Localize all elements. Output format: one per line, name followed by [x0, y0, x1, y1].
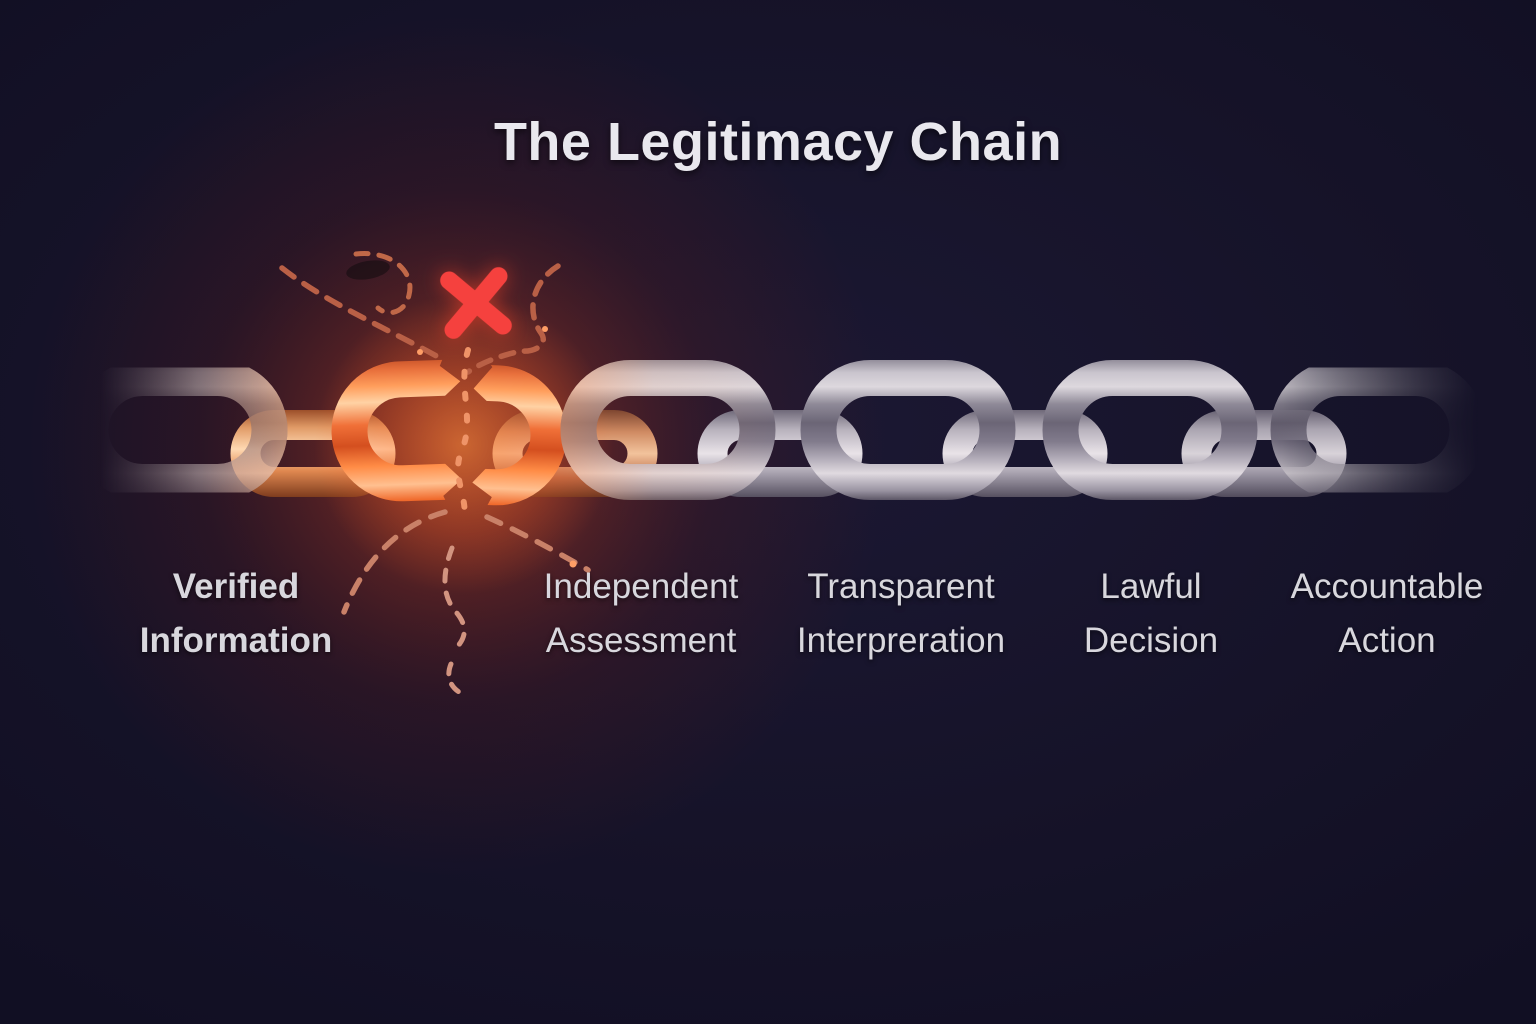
stage-label-line: Verified — [172, 567, 300, 606]
page-title: The Legitimacy Chain — [493, 112, 1063, 172]
stage-label-line: Accountable — [1290, 567, 1484, 606]
chain-connector — [697, 410, 863, 497]
stage-label-lawful-decision: Lawful Decision — [1040, 560, 1262, 668]
chain-link-intact — [560, 360, 776, 500]
stage-label-accountable-action: Accountable Action — [1262, 560, 1512, 668]
chain-link-fading-left — [72, 360, 288, 500]
debris-dashes — [279, 251, 591, 695]
chain-connector — [1181, 410, 1347, 497]
chain-connector — [942, 410, 1108, 497]
chain-link-fading-right — [1270, 360, 1486, 500]
stage-label-line: Decision — [1083, 621, 1219, 660]
break-x-icon — [440, 267, 512, 339]
stage-label-verified-information: Verified Information — [111, 560, 361, 668]
stage-label-line: Transparent — [807, 567, 995, 606]
stage-label-line: Information — [139, 621, 333, 660]
stage-label-line: Interpreration — [796, 621, 1006, 660]
stage-label-independent-assessment: Independent Assessment — [516, 560, 766, 668]
stage-label-line: Independent — [543, 567, 739, 606]
stage-label-line: Action — [1338, 621, 1436, 660]
stage-label-transparent-interpreration: Transparent Interpreration — [765, 560, 1037, 668]
chain-link-intact — [800, 360, 1016, 500]
stage-label-line: Lawful — [1100, 567, 1202, 606]
chain-link-intact — [1042, 360, 1258, 500]
smoke-puff — [346, 260, 390, 280]
stage-label-line: Assessment — [545, 621, 737, 660]
spark-dots — [417, 326, 577, 568]
